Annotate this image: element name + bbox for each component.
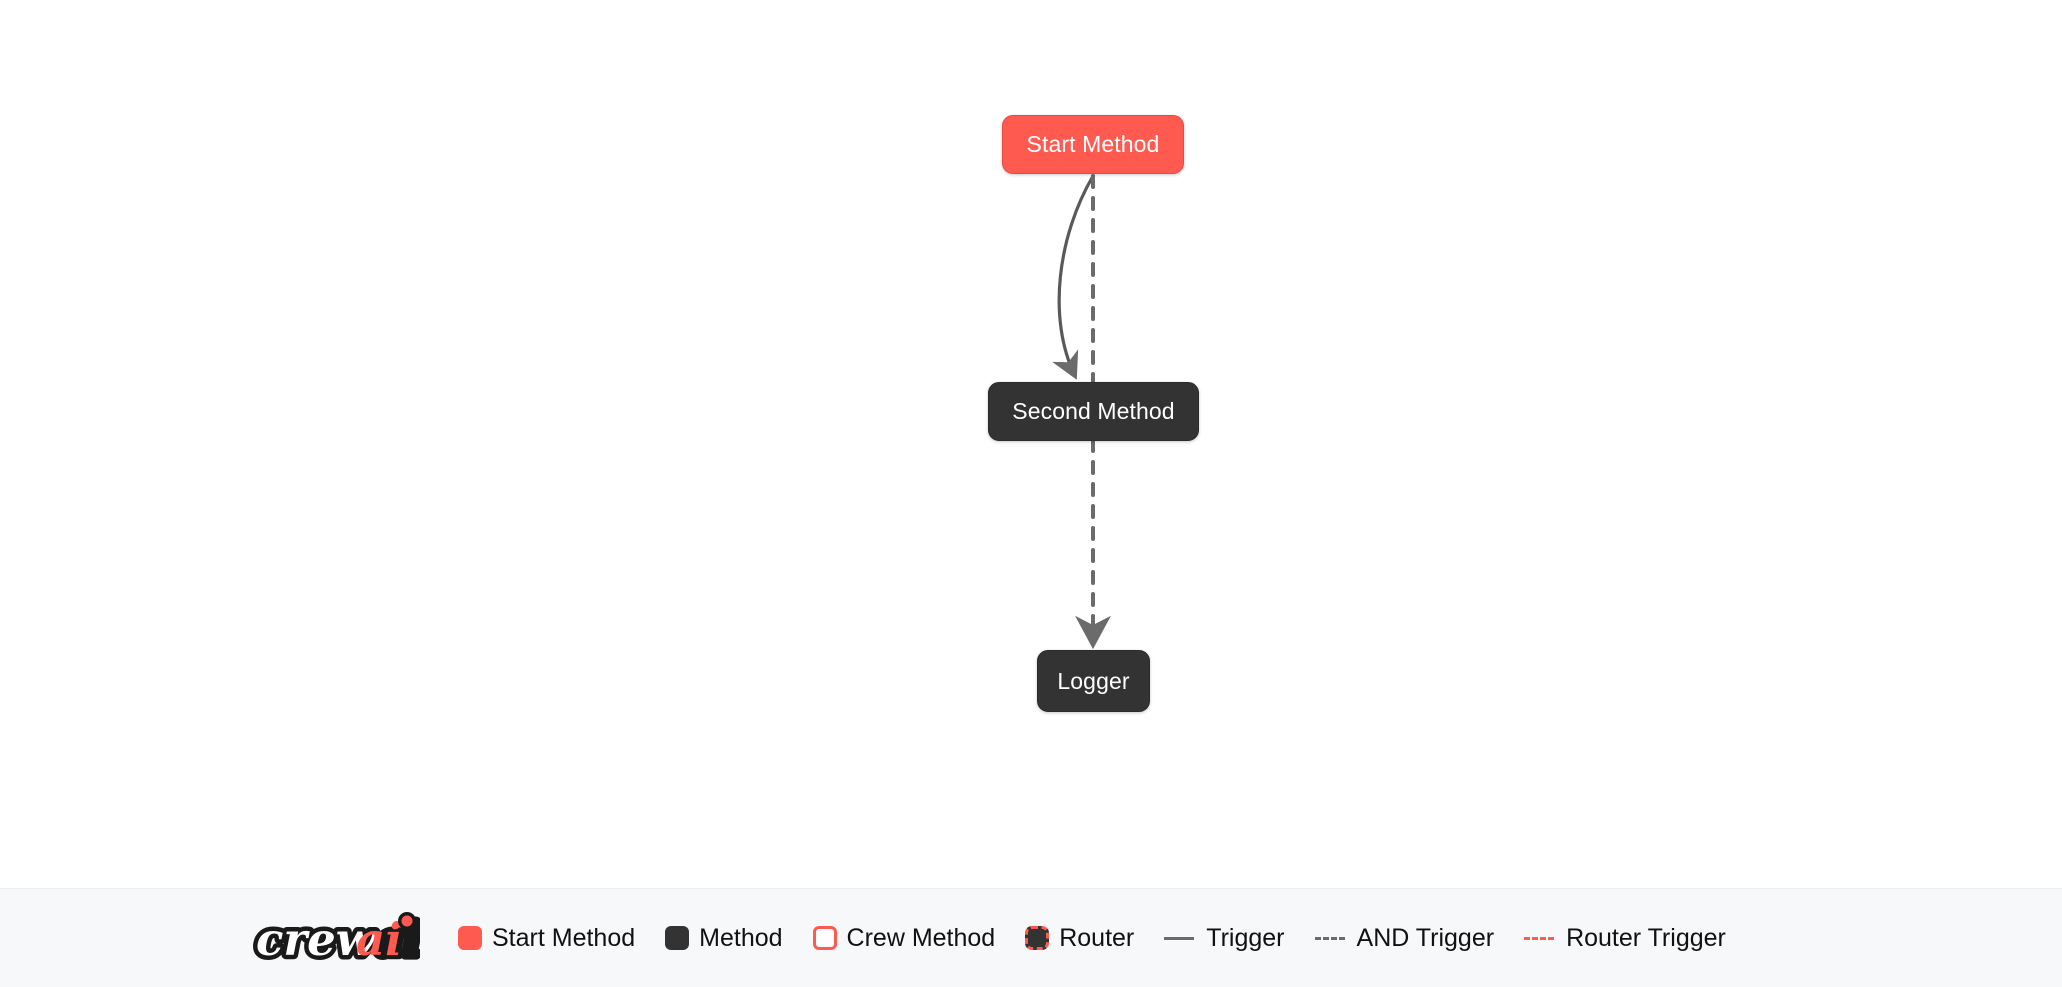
start-method-swatch-icon bbox=[458, 926, 482, 950]
legend-item-start-method[interactable]: Start Method bbox=[458, 923, 636, 952]
flow-node-start-method[interactable]: Start Method bbox=[1002, 115, 1184, 174]
logo-dot bbox=[401, 915, 413, 927]
legend-label: Start Method bbox=[492, 923, 636, 952]
legend-label: Trigger bbox=[1206, 923, 1285, 952]
method-swatch-icon bbox=[665, 926, 690, 950]
legend-item-method[interactable]: Method bbox=[665, 923, 783, 952]
legend-item-router[interactable]: Router bbox=[1025, 923, 1135, 952]
crewai-logo: crewai crew crew ai bbox=[252, 909, 420, 970]
legend-item-crew-method[interactable]: Crew Method bbox=[812, 923, 996, 952]
and-trigger-line-icon bbox=[1314, 936, 1345, 940]
flow-node-label: Start Method bbox=[1026, 131, 1160, 157]
router-trigger-line-icon bbox=[1524, 936, 1555, 940]
edge-start-to-second[interactable] bbox=[1052, 174, 1095, 380]
flow-node-label: Logger bbox=[1057, 667, 1130, 694]
trigger-line-icon bbox=[1164, 936, 1195, 940]
flow-node-second-method[interactable]: Second Method bbox=[988, 382, 1199, 441]
flow-canvas[interactable]: Start Method Second Method Logger bbox=[0, 0, 2062, 888]
router-swatch-icon bbox=[1025, 926, 1050, 950]
logo-outline: crewai bbox=[256, 913, 420, 966]
legend-label: Method bbox=[699, 923, 783, 952]
legend-item-trigger[interactable]: Trigger bbox=[1164, 923, 1285, 952]
legend-label: Crew Method bbox=[846, 923, 996, 952]
legend-item-router-trigger[interactable]: Router Trigger bbox=[1524, 923, 1726, 952]
legend-footer: crewai crew crew ai Start Method Method … bbox=[0, 888, 2062, 987]
legend-label: AND Trigger bbox=[1356, 923, 1495, 952]
legend-item-and-trigger[interactable]: AND Trigger bbox=[1314, 923, 1495, 952]
flow-node-logger[interactable]: Logger bbox=[1037, 650, 1150, 712]
logo-crew-text: crew bbox=[256, 913, 377, 966]
crew-method-swatch-icon bbox=[812, 926, 837, 950]
logo-ai-text: ai bbox=[356, 913, 402, 966]
legend-label: Router Trigger bbox=[1566, 923, 1726, 952]
flow-node-label: Second Method bbox=[1012, 398, 1175, 424]
legend-label: Router bbox=[1059, 923, 1135, 952]
edge-layer bbox=[1052, 174, 1111, 650]
